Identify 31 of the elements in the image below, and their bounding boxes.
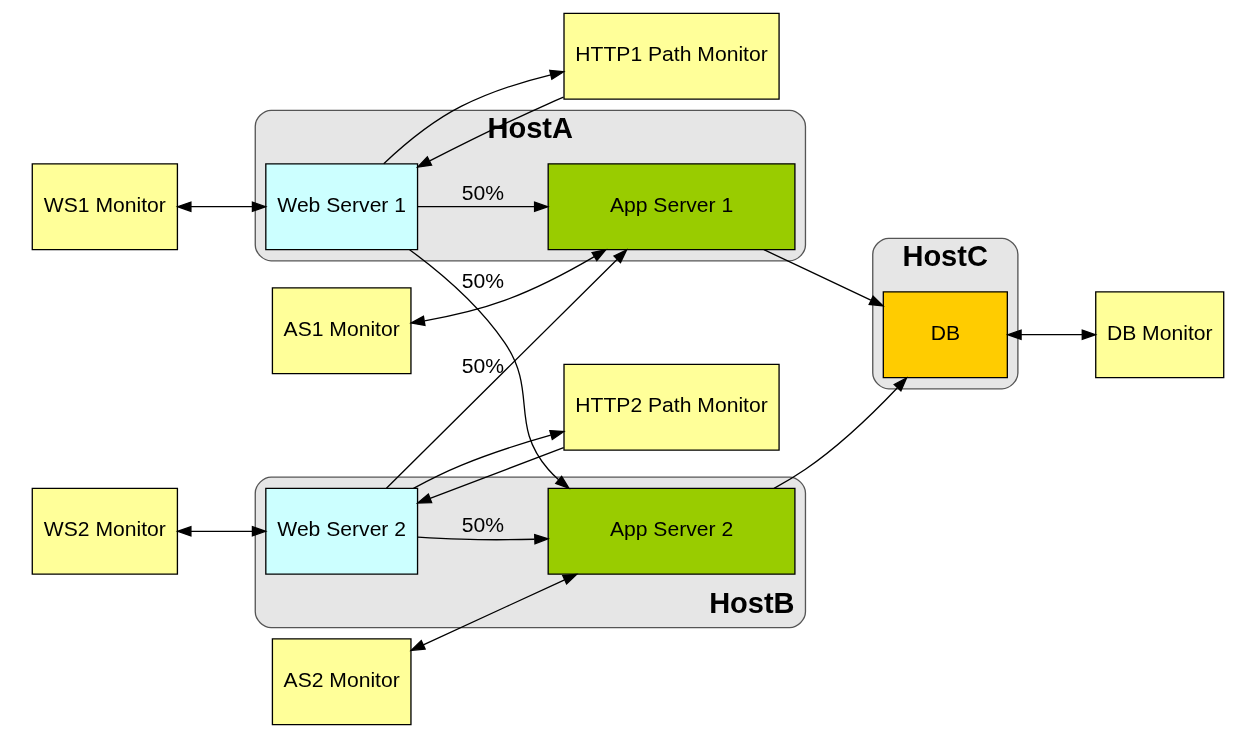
arrow <box>415 96 564 169</box>
node-box: App Server 1 <box>547 163 796 251</box>
node-box: HTTP2 Path Monitor <box>562 363 780 451</box>
edge-label: 50% <box>461 513 504 537</box>
arrow <box>772 376 908 489</box>
arrow <box>175 525 268 537</box>
arrow <box>382 69 566 165</box>
arrow <box>175 201 268 213</box>
node-box: DB <box>882 291 1008 379</box>
arrow <box>416 533 550 545</box>
arrow <box>408 249 570 490</box>
arrow <box>762 249 885 307</box>
node-box: AS2 Monitor <box>271 638 412 726</box>
arrow <box>385 248 628 489</box>
edge-label: 50% <box>461 180 504 204</box>
node-box: Web Server 1 <box>264 163 418 251</box>
node-box: DB Monitor <box>1094 291 1224 379</box>
node-box: App Server 2 <box>547 487 796 575</box>
arrow <box>408 573 578 652</box>
node-box: WS1 Monitor <box>31 163 178 251</box>
arrow <box>412 429 566 489</box>
arrow <box>408 248 607 327</box>
node-box: WS2 Monitor <box>31 487 178 575</box>
arrow <box>416 201 550 213</box>
edge-label: 50% <box>461 353 504 377</box>
node-box: HTTP1 Path Monitor <box>562 12 780 100</box>
node-box: AS1 Monitor <box>271 287 412 375</box>
arrow <box>415 447 564 504</box>
edge-label: 50% <box>461 269 504 293</box>
arrow <box>1005 329 1097 341</box>
node-box: Web Server 2 <box>264 487 418 575</box>
